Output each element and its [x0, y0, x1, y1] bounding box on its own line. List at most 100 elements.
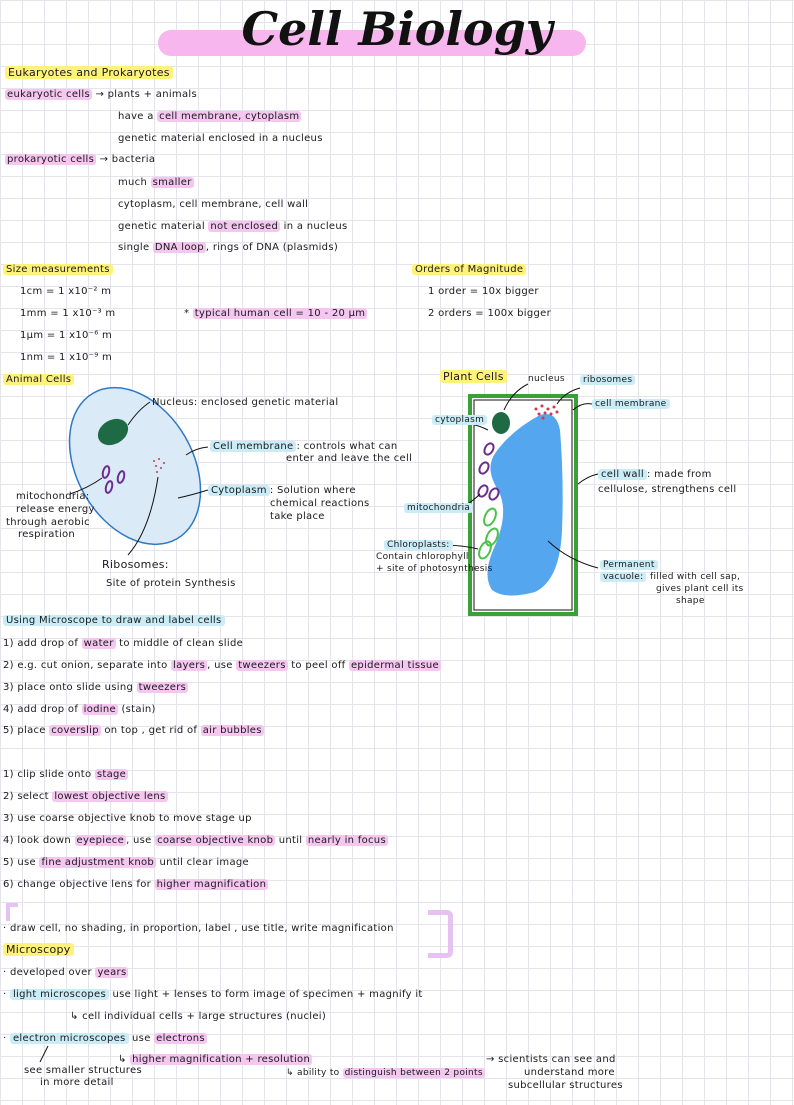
bracket-right [428, 910, 453, 958]
arrow-plant-vacuole [547, 540, 599, 569]
arrow-plant-wall [577, 473, 599, 485]
animal-cytoplasm-label: Cytoplasm: Solution where [208, 484, 356, 497]
pro-line-3: cytoplasm, cell membrane, cell wall [118, 199, 309, 210]
microscopy-line-6: see smaller structures [24, 1065, 142, 1076]
step-2: 2) e.g. cut onion, separate into layers,… [3, 660, 441, 671]
animal-membrane-label-2: enter and leave the cell [286, 453, 413, 464]
plant-chloro-label: Chloroplasts: [384, 539, 453, 552]
plant-mito-label: mitochondria [404, 502, 474, 515]
animal-cytoplasm-label-2: chemical reactions [270, 498, 370, 509]
animal-mito-3 [104, 480, 114, 494]
arrow-membrane [185, 446, 209, 456]
microscopy-line-2: · light microscopes use light + lenses t… [3, 989, 423, 1000]
step-5: 5) place coverslip on top , get rid of a… [3, 725, 264, 736]
plant-mito-4 [488, 487, 500, 501]
step-1: 1) add drop of water to middle of clean … [3, 638, 244, 649]
plant-cytoplasm-label: cytoplasm [432, 414, 488, 427]
microscopy-line-4: · electron microscopes use electrons [3, 1033, 207, 1044]
microscopy-line-8: → scientists can see and [486, 1054, 616, 1065]
plant-chloroplast-1 [483, 507, 497, 527]
plant-vacuole-def: filled with cell sap, [650, 572, 741, 582]
size-row: 1cm = 1 x10⁻² m [20, 286, 112, 297]
bracket-left [6, 903, 18, 921]
animal-mito-1 [101, 465, 111, 479]
use-2: 2) select lowest objective lens [3, 791, 168, 802]
step-4: 4) add drop of iodine (stain) [3, 704, 156, 715]
typical-cell-note: * typical human cell = 10 - 20 μm [184, 308, 368, 319]
arrow-plant-ribosomes [556, 387, 581, 405]
animal-ribosomes-label: Ribosomes: [102, 558, 169, 571]
animal-mito-label: mitochondria: [16, 491, 90, 502]
animal-nucleus-label: Nucleus: enclosed genetic material [152, 397, 339, 408]
plant-vacuole-def-2: gives plant cell its [656, 584, 744, 594]
plant-wall-label: cell wall: made from [598, 468, 712, 481]
plant-vacuole-label: Permanent [600, 559, 658, 572]
plant-mito-1 [483, 442, 495, 456]
size-row: 1mm = 1 x10⁻³ m [20, 308, 116, 319]
arrow-ribosomes [127, 476, 159, 556]
step-3: 3) place onto slide using tweezers [3, 682, 189, 693]
animal-mito-label-2: release energy [16, 504, 95, 515]
microscopy-line-8c: subcellular structures [508, 1080, 623, 1091]
plant-cell-membrane [473, 399, 573, 611]
orders-row: 1 order = 10x bigger [428, 286, 539, 297]
page-title: Cell Biology [241, 2, 553, 56]
pro-line-2: much smaller [118, 177, 194, 188]
size-row: 1μm = 1 x10⁻⁶ m [20, 330, 113, 341]
plant-mito-2 [478, 461, 490, 475]
arrow-cytoplasm [177, 489, 209, 499]
animal-membrane-label: Cell membrane: controls what can [210, 440, 398, 453]
plant-vacuole-def-3: shape [676, 596, 705, 606]
draw-note: · draw cell, no shading, in proportion, … [3, 923, 394, 934]
use-3: 3) use coarse objective knob to move sta… [3, 813, 252, 824]
plant-chloro-label-2: Contain chlorophyll [376, 552, 469, 562]
heading-animal: Animal Cells [3, 373, 75, 386]
use-1: 1) clip slide onto stage [3, 769, 129, 780]
heading-orders: Orders of Magnitude [412, 263, 527, 276]
animal-cytoplasm-label-3: take place [270, 511, 325, 522]
heading-size: Size measurements [3, 263, 113, 276]
use-5: 5) use fine adjustment knob until clear … [3, 857, 249, 868]
heading-plant: Plant Cells [440, 370, 507, 383]
arrow-nucleus [127, 401, 151, 426]
euk-label: eukaryotic cells [5, 89, 92, 100]
arrow-plant-nucleus [503, 383, 529, 411]
plant-wall-label-2: cellulose, strengthens cell [598, 484, 737, 495]
orders-row: 2 orders = 100x bigger [428, 308, 552, 319]
pro-label: prokaryotic cells [5, 154, 97, 165]
euk-line-3: genetic material enclosed in a nucleus [118, 133, 323, 144]
plant-vacuole-label-2: vacuole: [600, 571, 647, 584]
euk-row: eukaryotic cells → plants + animals [5, 89, 197, 100]
heading-microscope: Using Microscope to draw and label cells [3, 614, 225, 627]
use-4: 4) look down eyepiece, use coarse object… [3, 835, 388, 846]
microscopy-line-8b: understand more [524, 1067, 615, 1078]
plant-nucleus [492, 412, 510, 434]
use-6: 6) change objective lens for higher magn… [3, 879, 269, 890]
microscopy-line-7: ↳ ability to distinguish between 2 point… [286, 1068, 485, 1078]
plant-membrane-label: cell membrane [592, 398, 670, 411]
microscopy-line-5: ↳ higher magnification + resolution [118, 1054, 313, 1065]
microscopy-line-1: · developed over years [3, 967, 129, 978]
pro-line-4: genetic material not enclosed in a nucle… [118, 221, 348, 232]
plant-vacuole [487, 414, 563, 596]
euk-line-2: have a cell membrane, cytoplasm [118, 111, 302, 122]
heading-microscopy: Microscopy [3, 943, 74, 956]
microscopy-line-3: ↳ cell individual cells + large structur… [70, 1011, 327, 1022]
animal-mito-label-4: respiration [18, 529, 76, 540]
animal-mito-label-3: through aerobic [6, 517, 90, 528]
plant-mito-3 [477, 484, 489, 498]
heading-euk-pro: Eukaryotes and Prokaryotes [5, 66, 173, 79]
animal-ribosomes-def: Site of protein Synthesis [106, 578, 236, 589]
animal-nucleus [97, 418, 129, 446]
title-highlight [158, 30, 586, 56]
pro-line-5: single DNA loop, rings of DNA (plasmids) [118, 242, 339, 253]
microscopy-line-6b: in more detail [40, 1077, 114, 1088]
arrow-plant-membrane [572, 403, 593, 411]
animal-ribosomes [153, 458, 165, 473]
arrow-mito [69, 477, 103, 495]
plant-ribosomes-label: ribosomes [580, 374, 636, 387]
animal-mito-2 [116, 470, 126, 484]
size-row: 1nm = 1 x10⁻⁹ m [20, 352, 113, 363]
pro-row: prokaryotic cells → bacteria [5, 154, 156, 165]
